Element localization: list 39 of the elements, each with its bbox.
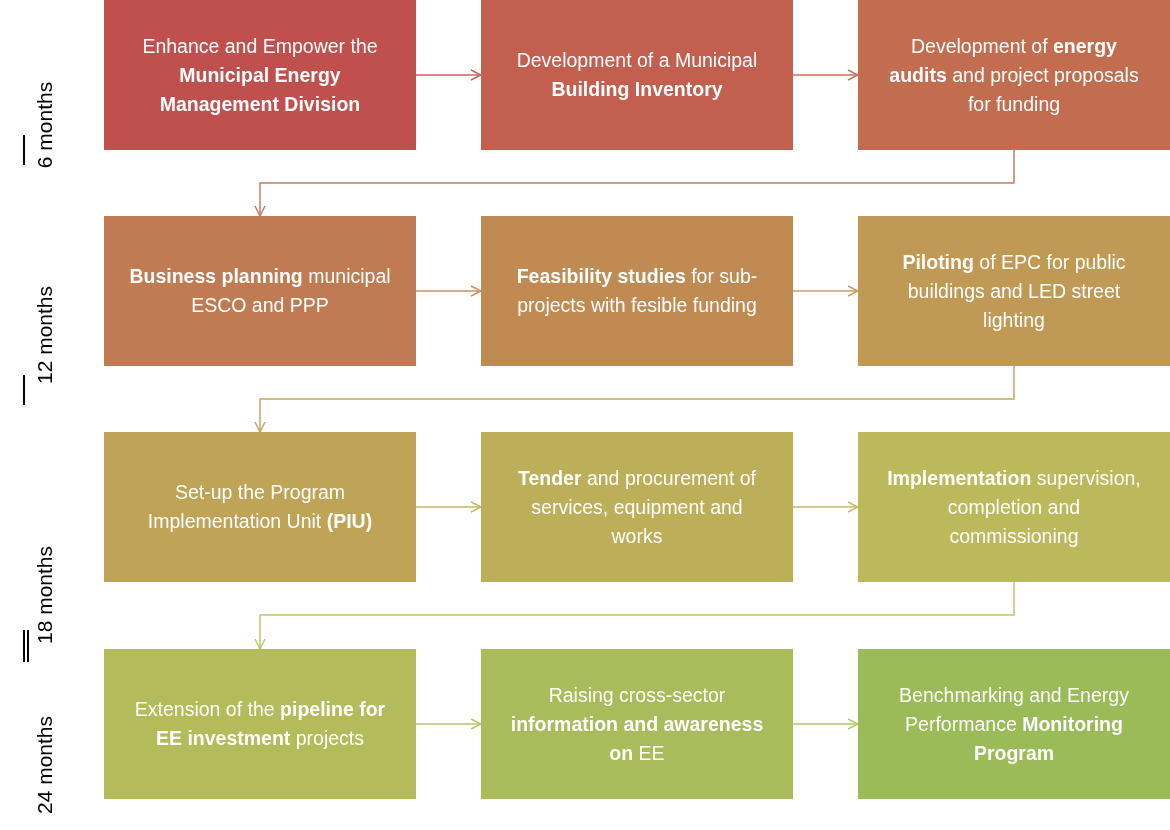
- timeline-label: 18 months: [32, 545, 58, 645]
- arrow: [254, 149, 1015, 217]
- step-text: Feasibility studies for sub-projects with fesible funding: [515, 264, 759, 318]
- process-box: [481, 216, 793, 366]
- step-text: Piloting of EPC for public buildings and LED street lighting: [901, 249, 1127, 333]
- arrow: [254, 581, 1015, 650]
- timeline-label: 12 months: [32, 285, 58, 385]
- process-box: [481, 0, 793, 150]
- step-text: Raising cross-sector information and awareness on EE: [509, 682, 765, 766]
- timeline-label: 24 months: [32, 715, 58, 815]
- process-box: [104, 216, 416, 366]
- process-box: [858, 649, 1170, 799]
- step-text: Tender and procurement of services, equipment and works: [516, 465, 758, 549]
- step-text: Enhance and Empower the Municipal Energy Management Division: [141, 33, 379, 117]
- arrow: [254, 365, 1015, 433]
- process-box: [858, 0, 1170, 150]
- step-text: Business planning municipal ESCO and PPP: [128, 264, 392, 318]
- process-box: [104, 0, 416, 150]
- step-text: Development of a Municipal Building Inventory: [515, 48, 759, 102]
- arrow: [415, 69, 482, 81]
- process-box: [858, 432, 1170, 582]
- arrow: [415, 285, 482, 297]
- arrow: [415, 501, 482, 513]
- step-text: Development of energy audits and project proposals for funding: [888, 33, 1140, 117]
- process-box: [104, 649, 416, 799]
- step-text: Extension of the pipeline for EE investment projects: [133, 697, 387, 751]
- arrow: [792, 69, 859, 81]
- arrow: [415, 718, 482, 730]
- arrow: [792, 718, 859, 730]
- step-text: Benchmarking and Energy Performance Monitoring Program: [898, 682, 1130, 766]
- arrow: [792, 285, 859, 297]
- timeline-label: 6 months: [32, 81, 58, 169]
- process-box: [858, 216, 1170, 366]
- process-box: [481, 649, 793, 799]
- step-text: Implementation supervision, completion and commissioning: [886, 465, 1142, 549]
- process-box: [104, 432, 416, 582]
- step-text: Set-up the Program Implementation Unit (PIU): [146, 480, 374, 534]
- process-box: [481, 432, 793, 582]
- arrow: [792, 501, 859, 513]
